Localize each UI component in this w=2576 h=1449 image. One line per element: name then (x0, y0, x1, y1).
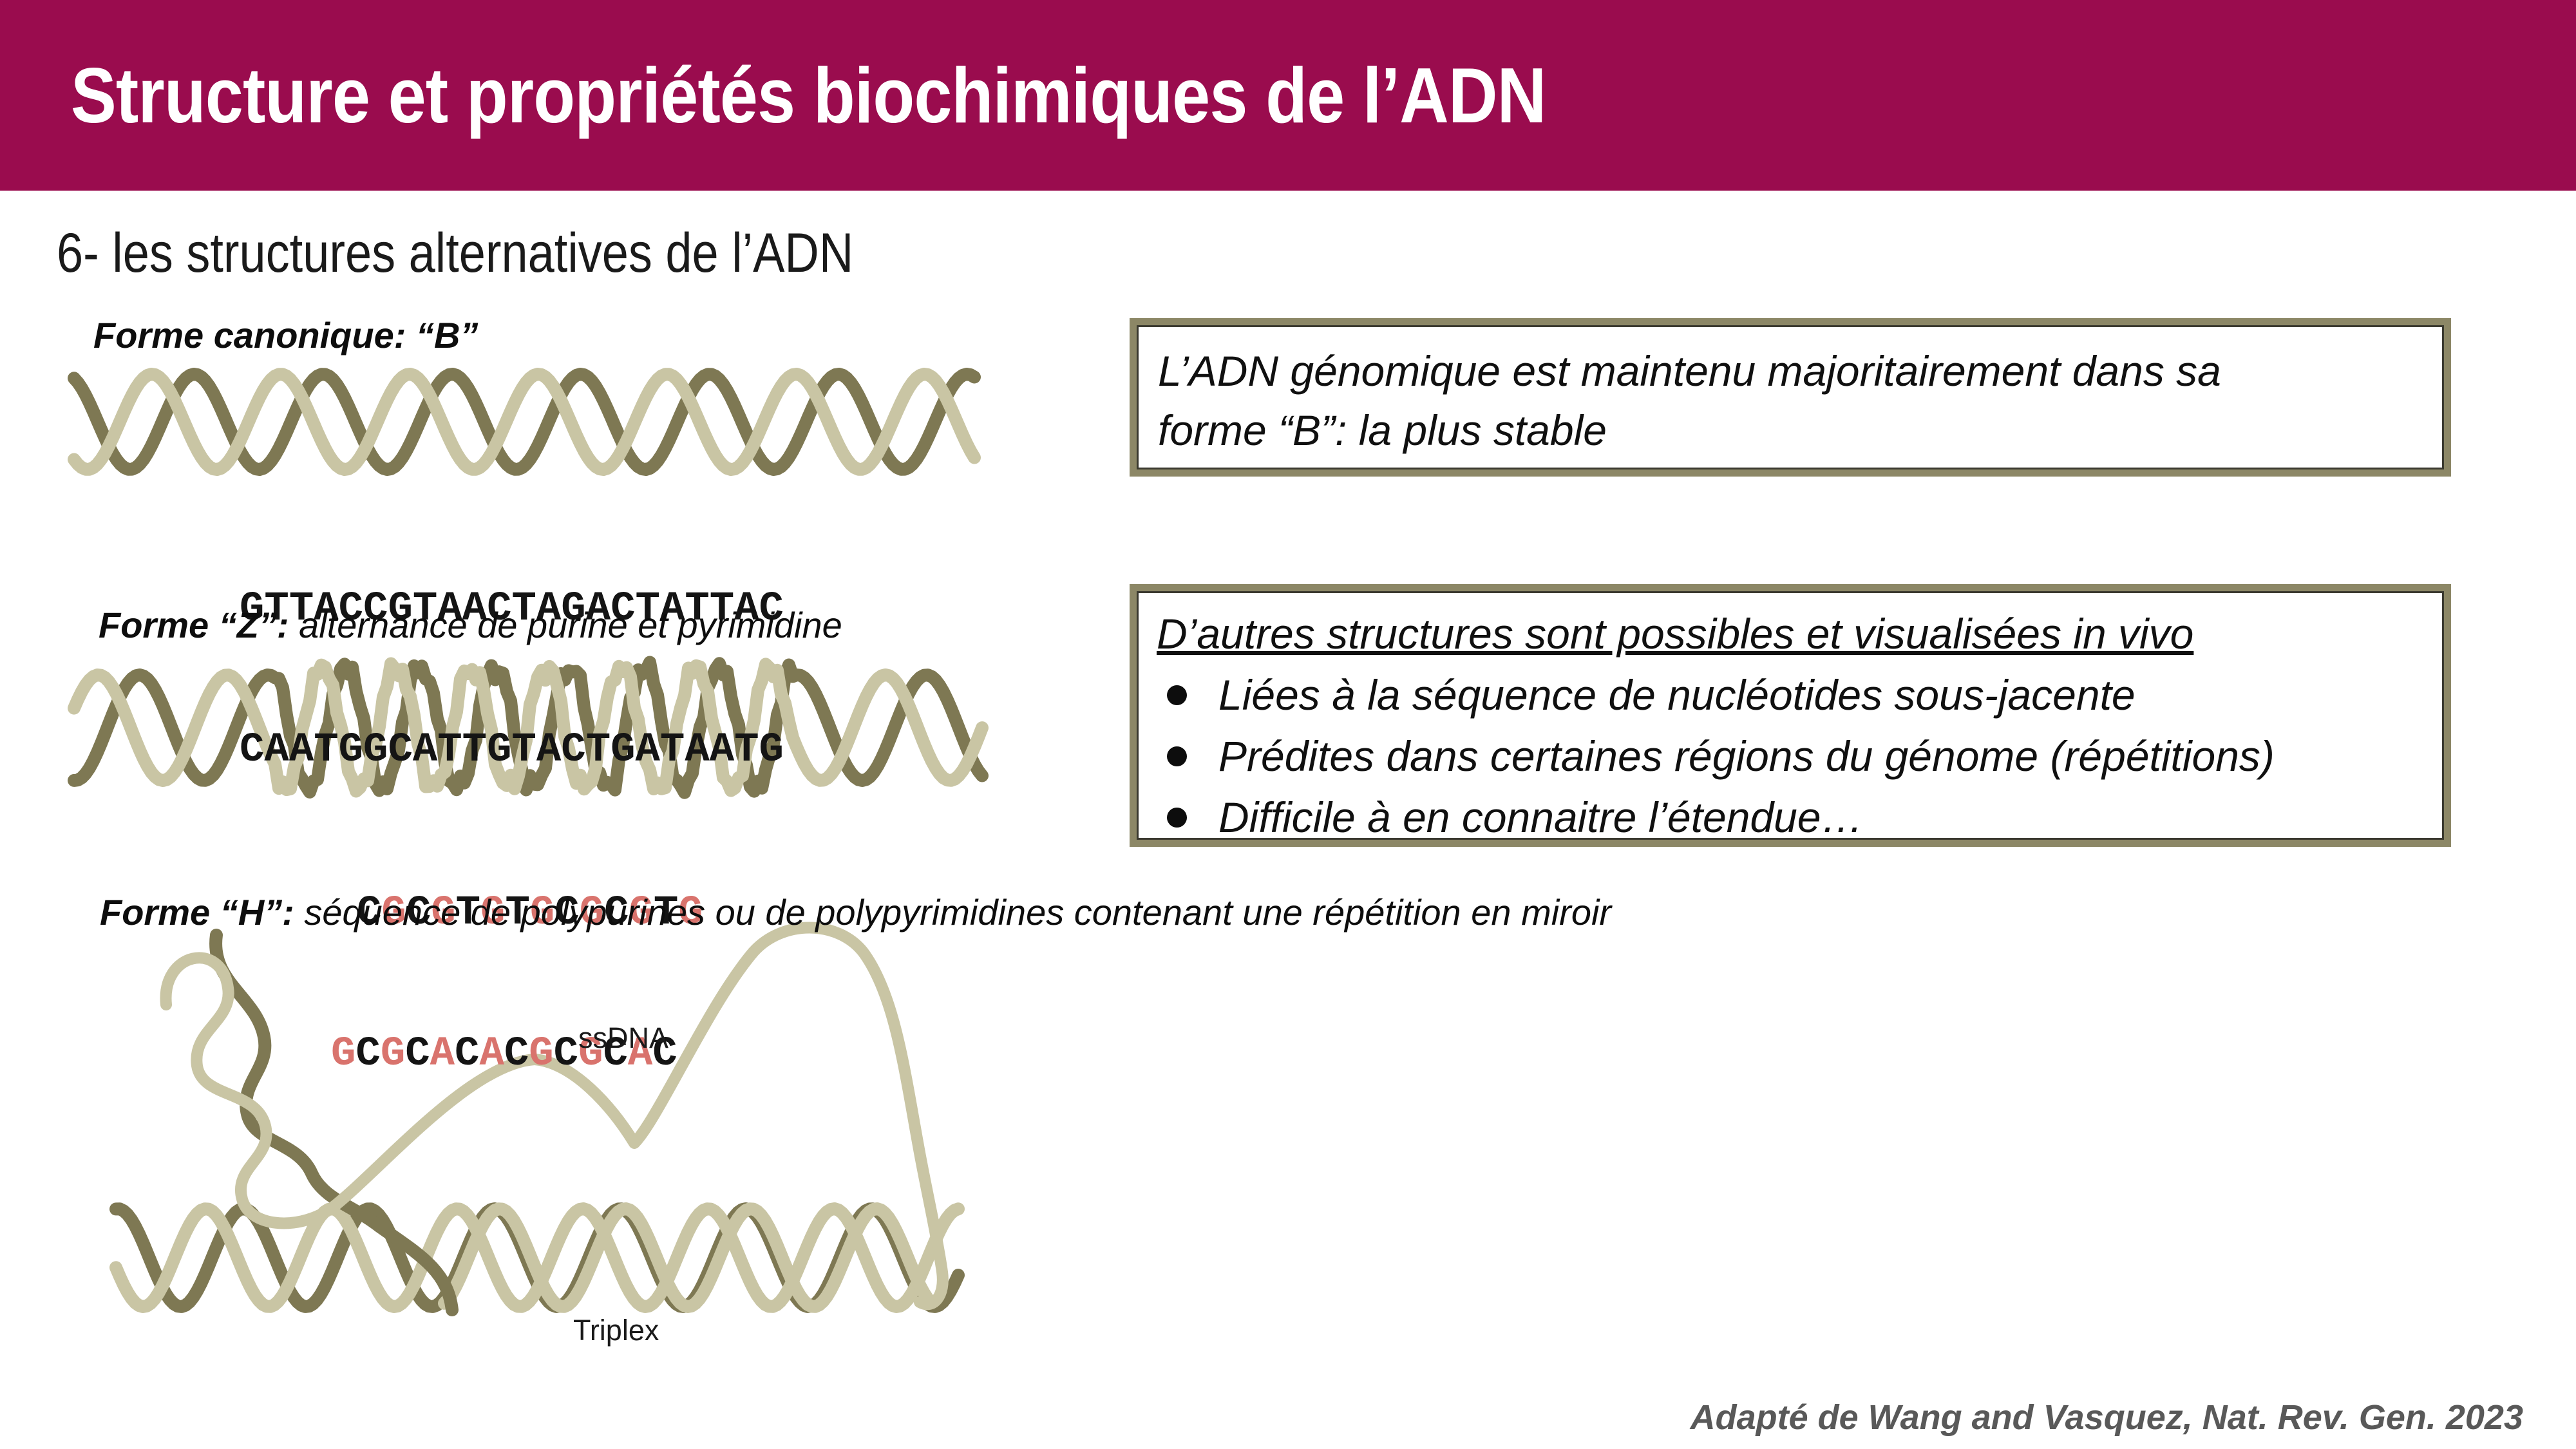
forme-h-label-rest: séquence de polypurines ou de polypyrimi… (294, 892, 1612, 933)
sequence-segment: G (678, 890, 703, 936)
credit-line: Adapté de Wang and Vasquez, Nat. Rev. Ge… (1690, 1398, 2523, 1437)
sequence-segment: C (554, 890, 580, 936)
z-dna-sequence: CGCGTGTGCGCGTG GCGCACACGCGCAC (331, 796, 703, 1172)
sequence-segment: C (455, 1031, 480, 1077)
sequence-segment: C (405, 1031, 430, 1077)
note-other-bullet-list: Liées à la séquence de nucléotides sous-… (1157, 665, 2424, 848)
note-other-heading: D’autres structures sont possibles et vi… (1157, 610, 2194, 658)
triplex-sequence: GGGGAAGGAGCTAGAGGAAGGGG CCCCTTCCTCGATCTC… (263, 1355, 831, 1449)
sequence-segment: C (504, 1031, 529, 1077)
sequence-segment: G (431, 890, 456, 936)
sequence-segment: G (381, 890, 406, 936)
ssdna-label: ssDNA (578, 1021, 669, 1054)
forme-h-label: Forme “H”: séquence de polypurines ou de… (100, 891, 1611, 933)
sequence-segment: CAATGGCATTGTACTGATAATG (240, 727, 784, 773)
sequence-segment: A (627, 1031, 653, 1077)
bullet-text-3: Difficile à en connaitre l’étendue… (1218, 793, 1864, 841)
bullet-text-2: Prédites dans certaines régions du génom… (1218, 732, 2275, 780)
b-dna-sequence: GTTACCGTAACTAGACTATTAC CAATGGCATTGTACTGA… (240, 492, 784, 868)
b-sequence-line-2: CAATGGCATTGTACTGATAATG (240, 727, 784, 774)
bullet-item: Liées à la séquence de nucléotides sous-… (1157, 665, 2424, 726)
sequence-segment: C (604, 890, 629, 936)
forme-h-label-bold: Forme “H”: (100, 892, 294, 933)
forme-z-label-bold: Forme “Z”: (99, 605, 289, 645)
sequence-segment: G (529, 1031, 554, 1077)
triplex-label: Triplex (573, 1314, 659, 1347)
sequence-segment: C (355, 1031, 381, 1077)
forme-b-label-text: Forme canonique: “B” (93, 315, 478, 355)
sequence-segment: A (479, 1031, 504, 1077)
sequence-segment: T (505, 890, 530, 936)
bullet-item: Prédites dans certaines régions du génom… (1157, 726, 2424, 787)
sequence-segment: G (380, 1031, 406, 1077)
sequence-segment: G (331, 1031, 356, 1077)
sequence-segment: C (406, 890, 431, 936)
section-heading: 6- les structures alternatives de l’ADN (57, 222, 854, 284)
title-bar: Structure et propriétés biochimiques de … (0, 0, 2576, 191)
sequence-segment: C (603, 1031, 628, 1077)
forme-z-label: Forme “Z”: alternance de purine et pyrim… (99, 604, 842, 646)
sequence-segment: G (529, 890, 555, 936)
b-helix-light-strand (68, 368, 981, 476)
sequence-segment: G (480, 890, 506, 936)
triplex-third-strand (438, 1202, 938, 1313)
triplex-dark-strand (109, 1202, 965, 1313)
sequence-segment: G (629, 890, 654, 936)
forme-z-label-rest: alternance de purine et pyrimidine (289, 605, 842, 645)
z-sequence-line-2: GCGCACACGCGCAC (331, 1031, 703, 1078)
bullet-text-1: Liées à la séquence de nucléotides sous-… (1218, 671, 2136, 719)
note-box-forme-b: L’ADN génomique est maintenu majoritaire… (1130, 318, 2451, 477)
triplex-light-strand (109, 1202, 965, 1313)
note-b-line-1: L’ADN génomique est maintenu majoritaire… (1158, 347, 2221, 395)
sequence-segment: C (357, 890, 382, 936)
sequence-segment: T (653, 890, 679, 936)
sequence-segment: G (578, 1031, 603, 1077)
note-b-line-2: forme “B”: la plus stable (1158, 406, 1607, 454)
sequence-segment: C (553, 1031, 579, 1077)
forme-b-label: Forme canonique: “B” (93, 314, 478, 356)
sequence-segment: T (455, 890, 481, 936)
sequence-segment: G (579, 890, 605, 936)
sequence-segment: GTTACCGTAACTAGACTATTAC (240, 586, 784, 632)
sequence-segment: C (652, 1031, 677, 1077)
note-box-other-structures: D’autres structures sont possibles et vi… (1130, 584, 2451, 847)
slide-title: Structure et propriétés biochimiques de … (71, 52, 1546, 139)
sequence-segment: A (430, 1031, 455, 1077)
z-sequence-line-1: CGCGTGTGCGCGTG (357, 890, 703, 937)
bullet-item: Difficile à en connaitre l’étendue… (1157, 787, 2424, 848)
b-sequence-line-1: GTTACCGTAACTAGACTATTAC (240, 586, 784, 633)
b-helix-dark-strand (68, 368, 981, 476)
